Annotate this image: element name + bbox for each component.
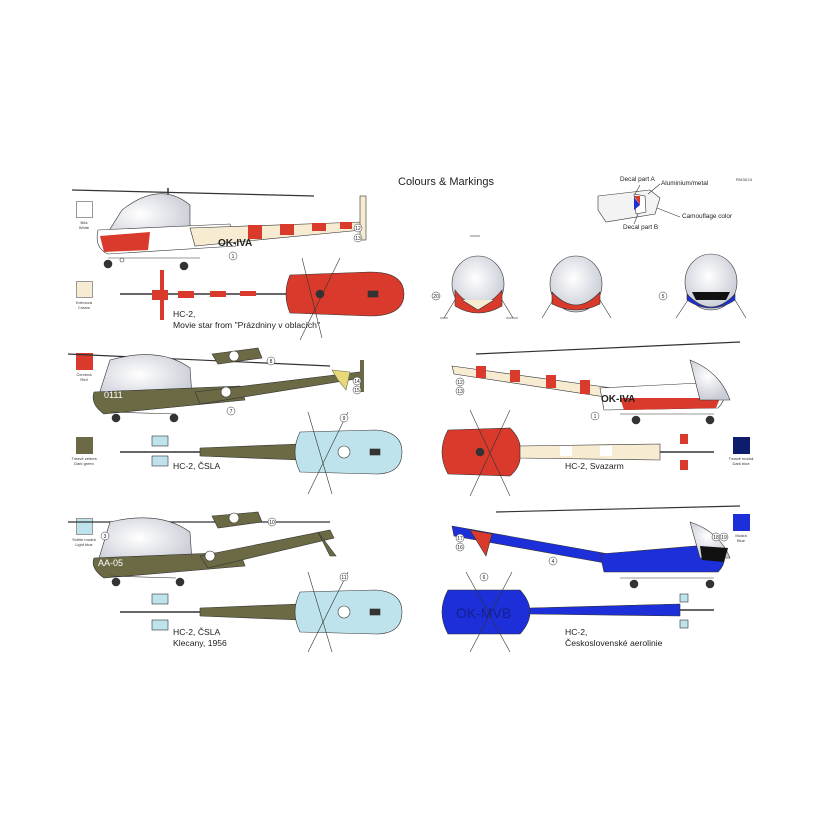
heli-2-stencil xyxy=(211,347,263,365)
heli-front-cream-red xyxy=(440,235,518,319)
heli-4-stencil xyxy=(211,511,263,529)
callout-17: 17 xyxy=(455,533,465,543)
caption-svazarm: HC-2, Svazarm xyxy=(565,461,624,471)
svg-text:9: 9 xyxy=(343,416,346,422)
callout-18: 18 xyxy=(711,532,721,542)
heli-front-cream xyxy=(541,255,612,319)
reg-ok-iva-svazarm: OK-IVA xyxy=(601,394,635,405)
callout-3: 3 xyxy=(100,531,110,541)
svg-text:6: 6 xyxy=(483,575,486,581)
sheet-code: RM3024 xyxy=(736,177,753,182)
sheet-title: Colours & Markings xyxy=(398,176,494,188)
callout-7: 7 xyxy=(226,406,236,416)
callout-12-b: 12 xyxy=(455,377,465,387)
svg-text:16: 16 xyxy=(457,545,463,551)
svg-text:13: 13 xyxy=(355,236,361,242)
callout-8: 8 xyxy=(266,356,276,366)
heli-3-top xyxy=(441,409,714,497)
callout-1: 1 xyxy=(228,251,238,261)
callout-4: 4 xyxy=(548,556,558,566)
swatch-box xyxy=(76,201,93,218)
svg-text:12: 12 xyxy=(457,380,463,386)
legend-decal-b: Decal part B xyxy=(623,224,659,231)
heli-5-side xyxy=(451,505,741,589)
svg-text:13: 13 xyxy=(457,389,463,395)
swatch-box xyxy=(76,281,93,298)
svg-text:11: 11 xyxy=(341,575,346,581)
legend-aluminium: Aluminium/metal xyxy=(661,180,709,187)
reg-aa-05: AA-05 xyxy=(98,558,123,568)
heli-3-side xyxy=(451,341,741,425)
heli-1-side xyxy=(71,188,367,271)
caption-csa: HC-2,Československé aerolinie xyxy=(565,627,663,648)
callout-13-b: 13 xyxy=(455,386,465,396)
callout-11: 11 xyxy=(339,572,349,582)
reg-ok-iva: OK-IVA xyxy=(218,238,252,249)
svg-text:18: 18 xyxy=(713,535,719,541)
svg-text:5: 5 xyxy=(662,294,665,300)
svg-text:20: 20 xyxy=(433,294,439,300)
svg-text:1: 1 xyxy=(594,414,597,420)
svg-text:14: 14 xyxy=(354,379,360,385)
callout-6: 6 xyxy=(479,572,489,582)
heli-1-top xyxy=(120,257,405,341)
svg-text:1: 1 xyxy=(232,254,235,260)
callout-19: 19 xyxy=(719,532,729,542)
swatch-box xyxy=(733,437,750,454)
heli-2-side xyxy=(67,353,364,423)
heli-4-top xyxy=(120,571,403,653)
heli-4-side xyxy=(68,517,337,587)
svg-text:10: 10 xyxy=(269,520,275,526)
swatch-box xyxy=(76,353,93,370)
swatch-box xyxy=(76,437,93,454)
heli-front-blue xyxy=(675,253,747,319)
swatch-box xyxy=(733,514,750,531)
callout-14: 14 xyxy=(352,376,362,386)
reg-ok-mvb: OK-MVB xyxy=(456,605,511,621)
callout-1-b: 1 xyxy=(590,411,600,421)
legend-camouflage: Camouflage color xyxy=(682,213,733,220)
callout-16: 16 xyxy=(455,542,465,552)
callout-9: 9 xyxy=(339,413,349,423)
svg-text:15: 15 xyxy=(354,388,360,394)
svg-text:8: 8 xyxy=(270,359,273,365)
svg-text:19: 19 xyxy=(721,535,727,541)
callout-15: 15 xyxy=(352,385,362,395)
svg-text:17: 17 xyxy=(457,536,463,542)
callout-20: 20 xyxy=(431,291,441,301)
heli-5-top xyxy=(441,571,714,653)
callout-12: 12 xyxy=(353,223,363,233)
svg-text:3: 3 xyxy=(104,534,107,540)
callout-10: 10 xyxy=(267,517,277,527)
svg-text:12: 12 xyxy=(355,226,361,232)
caption-movie-star: HC-2,Movie star from "Prázdniny v oblací… xyxy=(173,309,320,330)
caption-csla: HC-2, ČSLA xyxy=(173,461,221,471)
callout-13: 13 xyxy=(353,233,363,243)
decal-legend-diagram xyxy=(597,183,681,225)
callout-5: 5 xyxy=(658,291,668,301)
reg-0111: 0111 xyxy=(104,390,123,400)
heli-2-top xyxy=(120,411,403,495)
svg-text:4: 4 xyxy=(552,559,555,565)
svg-text:7: 7 xyxy=(230,409,233,415)
legend-decal-a: Decal part A xyxy=(620,176,655,183)
